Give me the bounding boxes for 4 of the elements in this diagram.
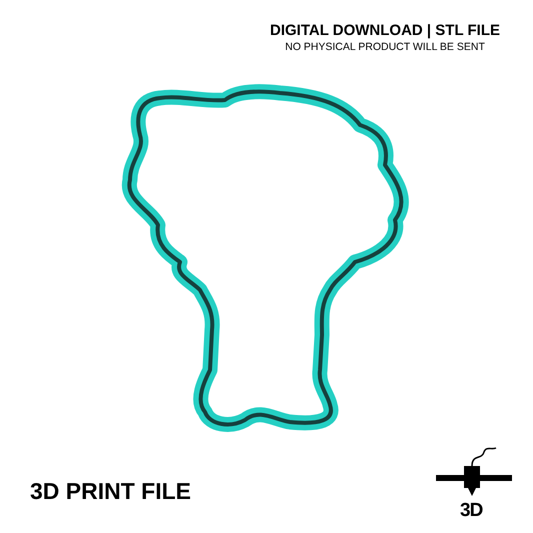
title: 3D PRINT FILE: [30, 478, 192, 505]
icon-caption: 3D: [460, 500, 482, 522]
heading: DIGITAL DOWNLOAD | STL FILE: [268, 22, 502, 39]
notice: NO PHYSICAL PRODUCT WILL BE SENT: [284, 41, 486, 53]
